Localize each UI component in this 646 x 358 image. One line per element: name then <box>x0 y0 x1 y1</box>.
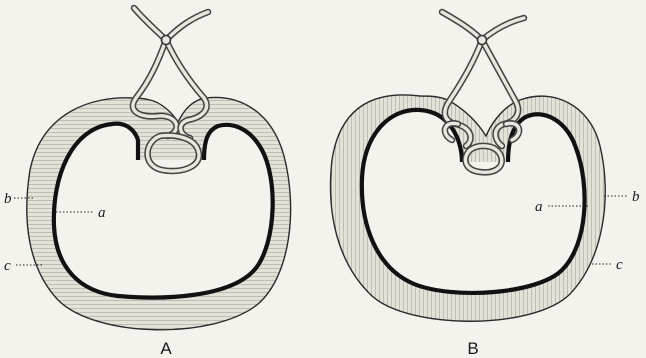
panel-b-label-a: a <box>535 199 543 215</box>
panel-b-knot <box>478 36 487 45</box>
panel-b-caption: B <box>467 339 478 358</box>
panel-a-knot <box>162 36 171 45</box>
panel-b: a b c B <box>331 12 640 358</box>
panel-b-label-c: c <box>616 257 623 273</box>
panel-a-label-a: a <box>98 205 106 221</box>
panel-a: b a c A <box>4 8 291 358</box>
panel-b-label-b: b <box>632 189 640 205</box>
panel-a-label-c: c <box>4 258 11 274</box>
panel-a-label-b: b <box>4 191 12 207</box>
panel-a-caption: A <box>160 339 172 358</box>
